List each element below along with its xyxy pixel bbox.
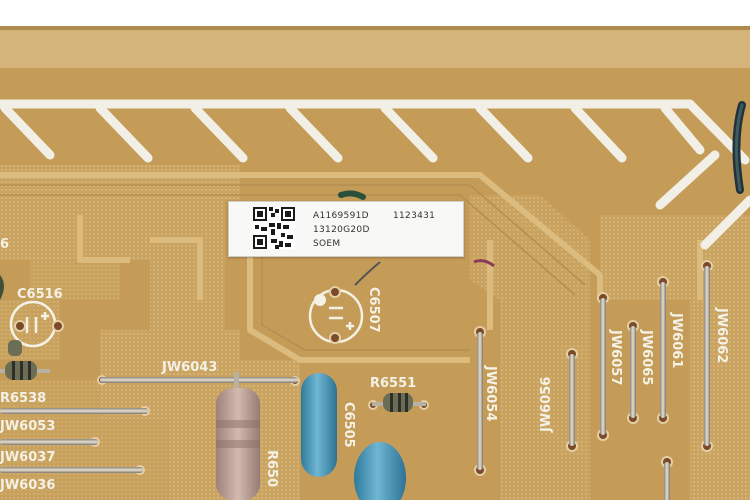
label-jw6057: JW6057 <box>608 329 623 385</box>
label-jw6056: JW6056 <box>539 377 554 433</box>
capacitor-blue <box>301 373 406 500</box>
label-code: 1123431 <box>393 211 436 221</box>
serial-label-sticker: A1169591D 1123431 13120G20D SOEM <box>228 201 464 257</box>
label-jw6037: JW6037 <box>0 450 55 465</box>
resistor-partial <box>8 340 22 356</box>
label-jw6043: JW6043 <box>161 360 217 375</box>
label-jw6061: JW6061 <box>669 312 684 368</box>
label-r6538: R6538 <box>0 391 46 406</box>
label-edge-6: 6 <box>0 237 9 252</box>
label-jw6065: JW6065 <box>639 329 654 385</box>
label-r6551: R6551 <box>370 376 416 391</box>
label-jw6053: JW6053 <box>0 419 55 434</box>
label-c6505: C6505 <box>341 402 356 448</box>
jumper-wires <box>0 266 710 500</box>
resistor-large <box>216 372 260 500</box>
resistor-r6551 <box>372 393 426 412</box>
label-jw6062: JW6062 <box>714 307 729 363</box>
label-r650: R650 <box>264 450 279 487</box>
label-jw6054: JW6054 <box>483 365 498 421</box>
silkscreen-border <box>0 99 750 250</box>
label-part-number: A1169591D <box>313 211 369 221</box>
label-serial: 13120G20D <box>313 225 370 235</box>
label-jw6036: JW6036 <box>0 478 55 493</box>
board-top-edge <box>0 26 750 68</box>
qr-code-icon <box>253 207 295 249</box>
label-c6507: C6507 <box>366 287 381 333</box>
label-vendor: SOEM <box>313 239 341 249</box>
resistor-r6538 <box>0 361 50 380</box>
label-c6516: C6516 <box>17 287 63 302</box>
